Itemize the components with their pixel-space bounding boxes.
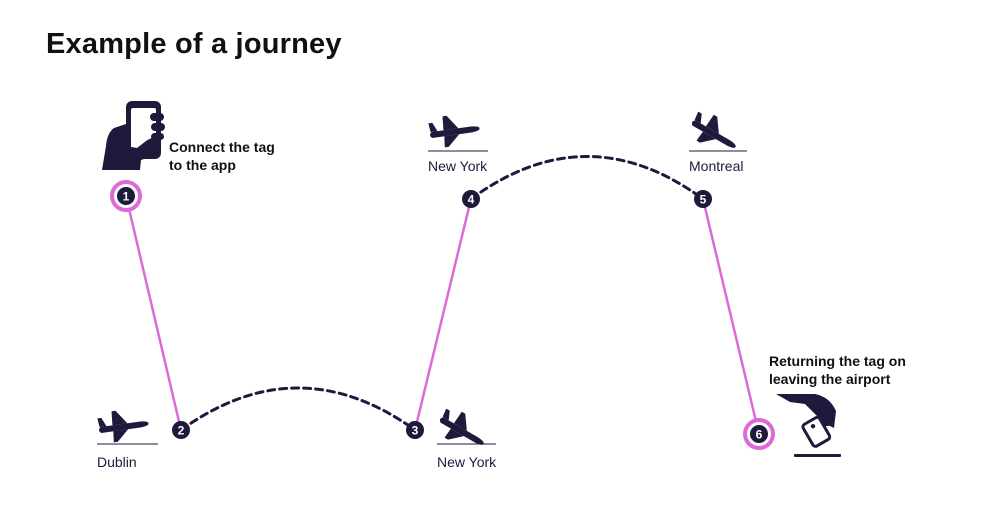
step-node-2: 2 [172,421,190,439]
step-node-3: 3 [406,421,424,439]
step-node-4: 4 [462,190,480,208]
connector-2-3 [179,386,417,432]
label-line: Returning the tag on [769,353,906,369]
step-6-label: Returning the tag on leaving the airport [769,352,906,388]
step-node-1: 1 [110,180,142,212]
step-node-6: 6 [743,418,775,450]
city-label-montreal: Montreal [689,158,744,174]
connector-5-6 [701,198,761,435]
city-label-new-york-departure: New York [428,158,488,174]
step-number: 6 [756,428,763,442]
connector-1-2 [124,195,183,431]
step-1-label: Connect the tag to the app [169,138,275,174]
step-number: 3 [412,424,419,438]
label-line: leaving the airport [769,371,891,387]
plane-takeoff-icon [96,406,151,445]
label-line: to the app [169,157,236,173]
step-number: 5 [700,193,707,207]
step-node-5: 5 [694,190,712,208]
phone-in-hand-icon [102,101,165,170]
label-line: Connect the tag [169,139,275,155]
step-number: 1 [123,190,130,204]
plane-landing-icon [433,404,493,457]
plane-takeoff-icon [427,111,482,150]
city-label-new-york-arrival: New York [437,454,497,470]
step-number: 2 [178,424,185,438]
page-title: Example of a journey [46,28,342,60]
drop-tag-in-slot-icon [776,394,841,457]
connector-4-5 [469,155,705,201]
city-label-dublin: Dublin [97,454,137,470]
step-number: 4 [468,193,475,207]
connector-3-4 [413,198,473,431]
